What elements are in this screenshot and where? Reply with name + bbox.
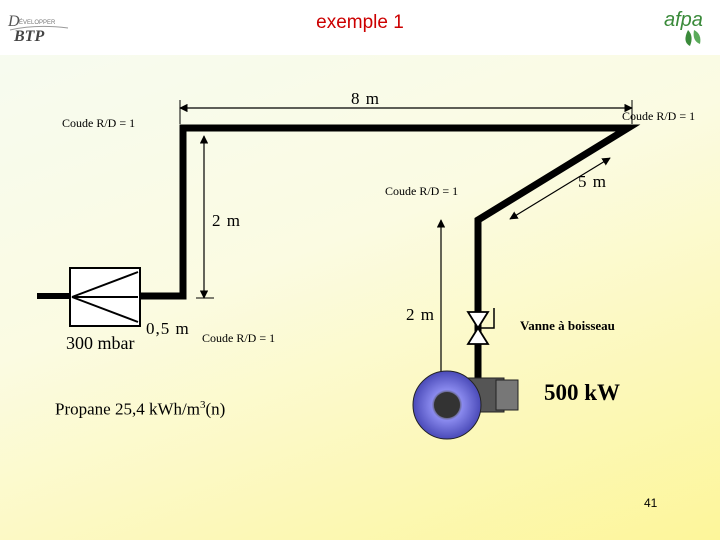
svg-text:ÉVELOPPER: ÉVELOPPER bbox=[19, 19, 56, 26]
label-5m: 5 m bbox=[578, 172, 607, 191]
svg-text:D: D bbox=[7, 13, 20, 30]
label-power: 500 kW bbox=[544, 380, 621, 405]
label-2m-right: 2 m bbox=[406, 305, 435, 324]
label-fuel: Propane 25,4 kWh/m3(n) bbox=[55, 399, 225, 420]
burner bbox=[412, 370, 519, 440]
dim-5m-line bbox=[509, 157, 611, 220]
label-2m-left: 2 m bbox=[212, 211, 241, 230]
label-elbow-top-left: Coude R/D = 1 bbox=[62, 116, 136, 130]
label-fuel-suffix: (n) bbox=[205, 399, 226, 419]
developper-btp-logo: D ÉVELOPPER BTP bbox=[6, 8, 76, 45]
label-elbow-top-right: Coude R/D = 1 bbox=[622, 109, 696, 123]
label-8m: 8 m bbox=[351, 89, 380, 108]
label-fuel-exponent: 3 bbox=[199, 399, 206, 411]
svg-text:afpa: afpa bbox=[664, 9, 703, 31]
gas-pipe-main bbox=[140, 124, 641, 396]
label-pressure: 300 mbar bbox=[66, 333, 135, 353]
slide-number: 41 bbox=[644, 496, 658, 510]
regulator-box bbox=[69, 267, 141, 327]
svg-text:BTP: BTP bbox=[13, 28, 44, 44]
ball-valve bbox=[466, 308, 495, 345]
slide-title: exemple 1 bbox=[316, 12, 404, 33]
afpa-logo: afpa bbox=[660, 4, 714, 50]
label-elbow-bottom: Coude R/D = 1 bbox=[202, 331, 276, 345]
label-elbow-middle: Coude R/D = 1 bbox=[385, 184, 459, 198]
label-fuel-main: Propane 25,4 kWh/m bbox=[55, 399, 200, 419]
header-band bbox=[0, 0, 720, 55]
label-0-5m: 0,5 m bbox=[146, 319, 190, 338]
label-valve: Vanne à boisseau bbox=[520, 318, 615, 333]
